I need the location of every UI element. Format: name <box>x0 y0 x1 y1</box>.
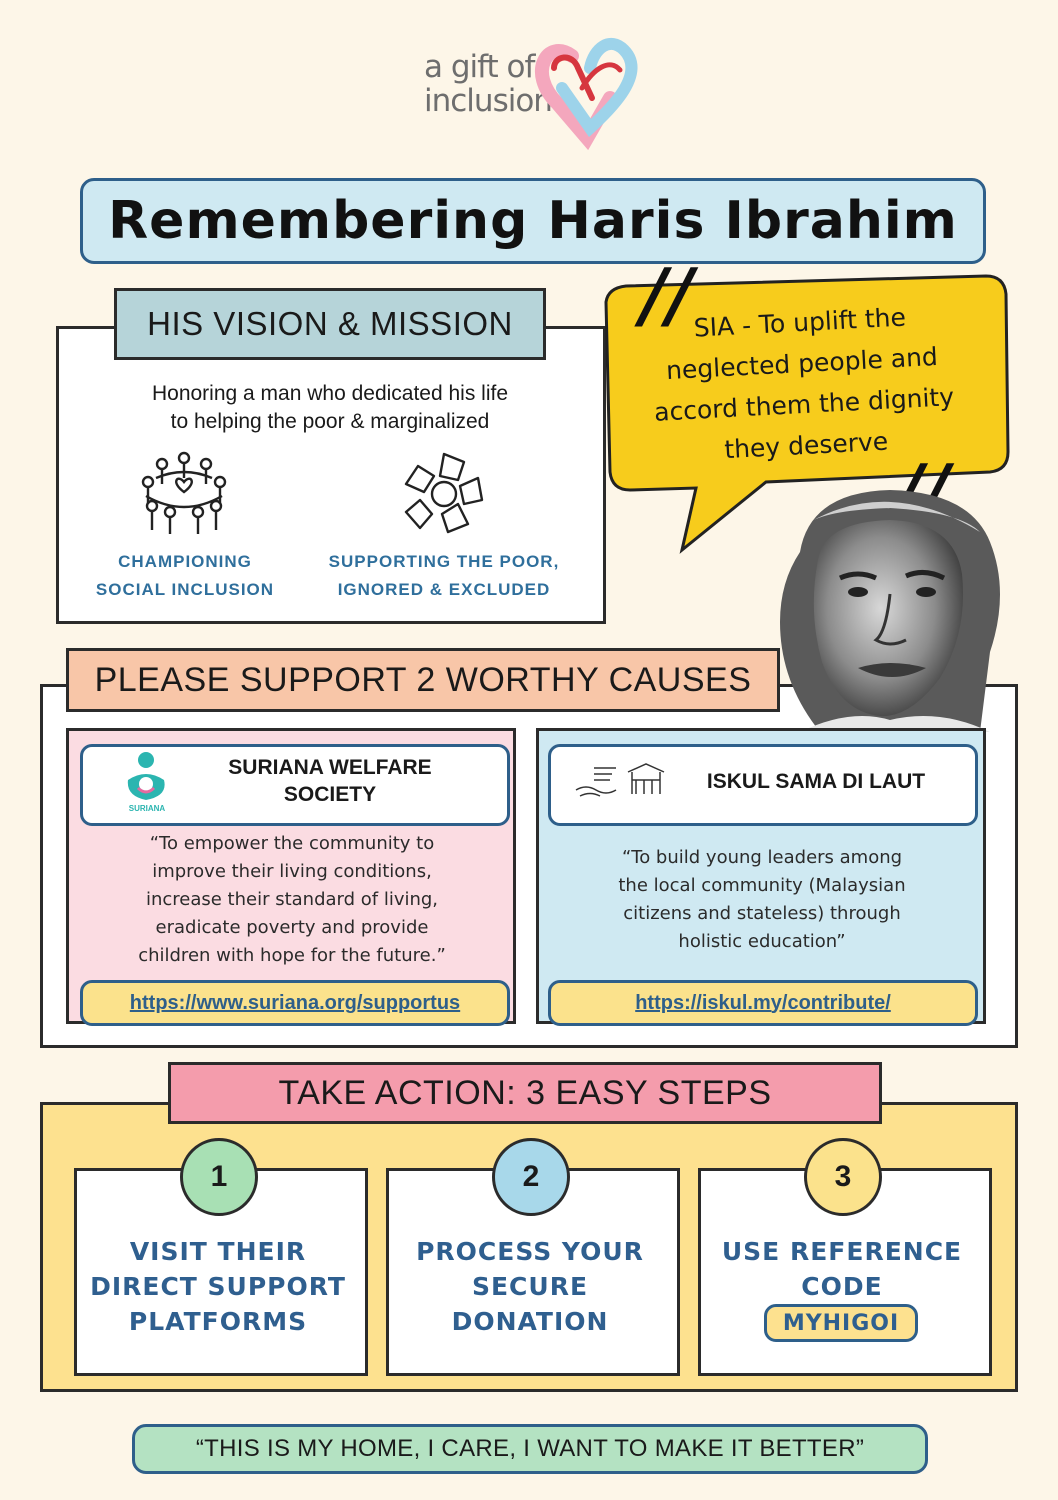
quote-text: SIA - To uplift the neglected people and… <box>653 302 955 465</box>
joined-hands-icon <box>404 452 484 534</box>
reference-code-badge: MYHIGOI <box>764 1304 918 1342</box>
iskul-contribute-link[interactable]: https://iskul.my/contribute/ <box>548 980 978 1026</box>
open-quote-icon: // <box>640 252 693 337</box>
iskul-quote: “To build young leaders among the local … <box>618 847 906 952</box>
step-number-1: 1 <box>180 1138 258 1216</box>
vision-heading: HIS VISION & MISSION <box>114 288 546 360</box>
step-number-2: 2 <box>492 1138 570 1216</box>
gift-of-inclusion-logo: a gift of inclusion <box>420 28 650 153</box>
causes-heading: PLEASE SUPPORT 2 WORTHY CAUSES <box>66 648 780 712</box>
step-label-3: USE REFERENCE CODE <box>721 1237 963 1301</box>
vision-mission-panel <box>56 326 606 624</box>
steps-heading: TAKE ACTION: 3 EASY STEPS <box>168 1062 882 1124</box>
iskul-name: ISKUL SAMA DI LAUT <box>706 770 926 793</box>
title-banner: Remembering Haris Ibrahim <box>80 178 986 264</box>
heart-icon <box>534 38 638 151</box>
suriana-name: SURIANA WELFARE SOCIETY <box>228 756 432 806</box>
people-circle-icon <box>141 451 227 534</box>
suriana-support-link[interactable]: https://www.suriana.org/supportus <box>80 980 510 1026</box>
quote-bubble <box>604 274 1010 554</box>
page-title: Remembering Haris Ibrahim <box>108 191 958 251</box>
step-label-2: PROCESS YOUR SECURE DONATION <box>416 1237 644 1336</box>
suriana-logo-icon <box>127 752 165 800</box>
iskul-name-box <box>548 744 978 826</box>
logo-text: a gift of inclusion <box>424 49 553 119</box>
mission-label-supporting: SUPPORTING THE POOR, IGNORED & EXCLUDED <box>328 552 560 599</box>
haris-ibrahim-portrait <box>780 490 1000 732</box>
step-label-1: VISIT THEIR DIRECT SUPPORT PLATFORMS <box>90 1237 346 1336</box>
iskul-logo-icon <box>575 763 665 797</box>
suriana-logo-text: SURIANA <box>128 804 166 813</box>
vision-subtitle: Honoring a man who dedicated his life to… <box>151 382 509 433</box>
footer-slogan: “THIS IS MY HOME, I CARE, I WANT TO MAKE… <box>132 1424 928 1474</box>
step-number-3: 3 <box>804 1138 882 1216</box>
suriana-quote: “To empower the community to improve the… <box>138 833 446 966</box>
mission-label-inclusion: CHAMPIONING SOCIAL INCLUSION <box>95 552 275 599</box>
